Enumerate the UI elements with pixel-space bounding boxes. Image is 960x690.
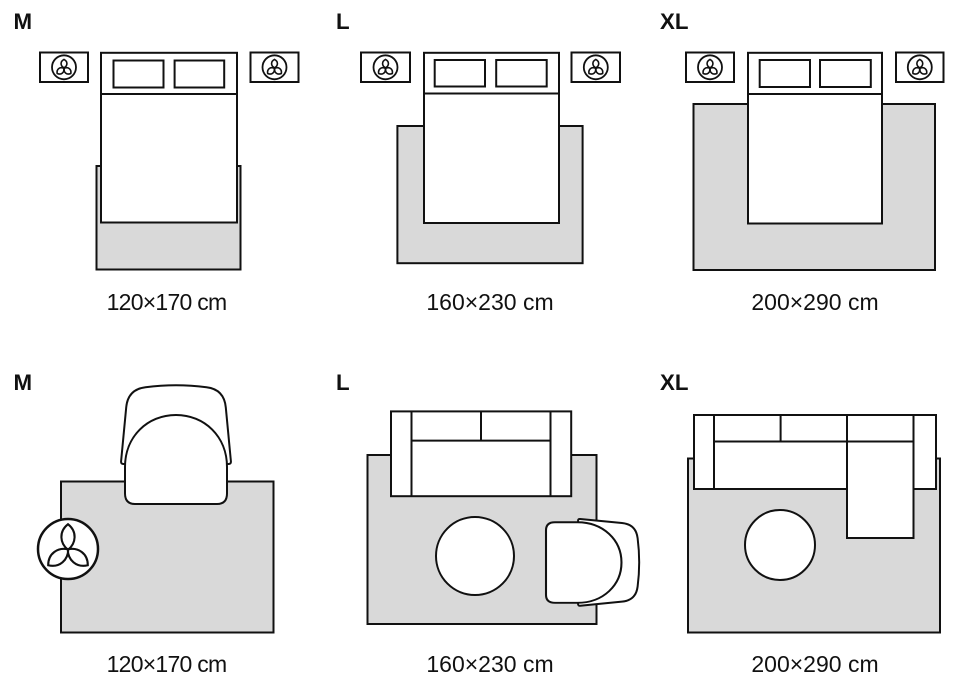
svg-text:160×230 cm: 160×230 cm: [426, 651, 553, 677]
svg-text:L: L: [336, 9, 350, 34]
svg-text:M: M: [14, 370, 33, 395]
svg-text:120×170 cm: 120×170 cm: [107, 289, 227, 315]
svg-text:M: M: [14, 9, 33, 34]
svg-text:160×230 cm: 160×230 cm: [426, 289, 553, 315]
svg-text:200×290 cm: 200×290 cm: [751, 289, 878, 315]
svg-text:120×170 cm: 120×170 cm: [107, 651, 227, 677]
svg-text:L: L: [336, 370, 350, 395]
svg-text:XL: XL: [660, 370, 689, 395]
svg-text:XL: XL: [660, 9, 689, 34]
svg-text:200×290 cm: 200×290 cm: [751, 651, 878, 677]
